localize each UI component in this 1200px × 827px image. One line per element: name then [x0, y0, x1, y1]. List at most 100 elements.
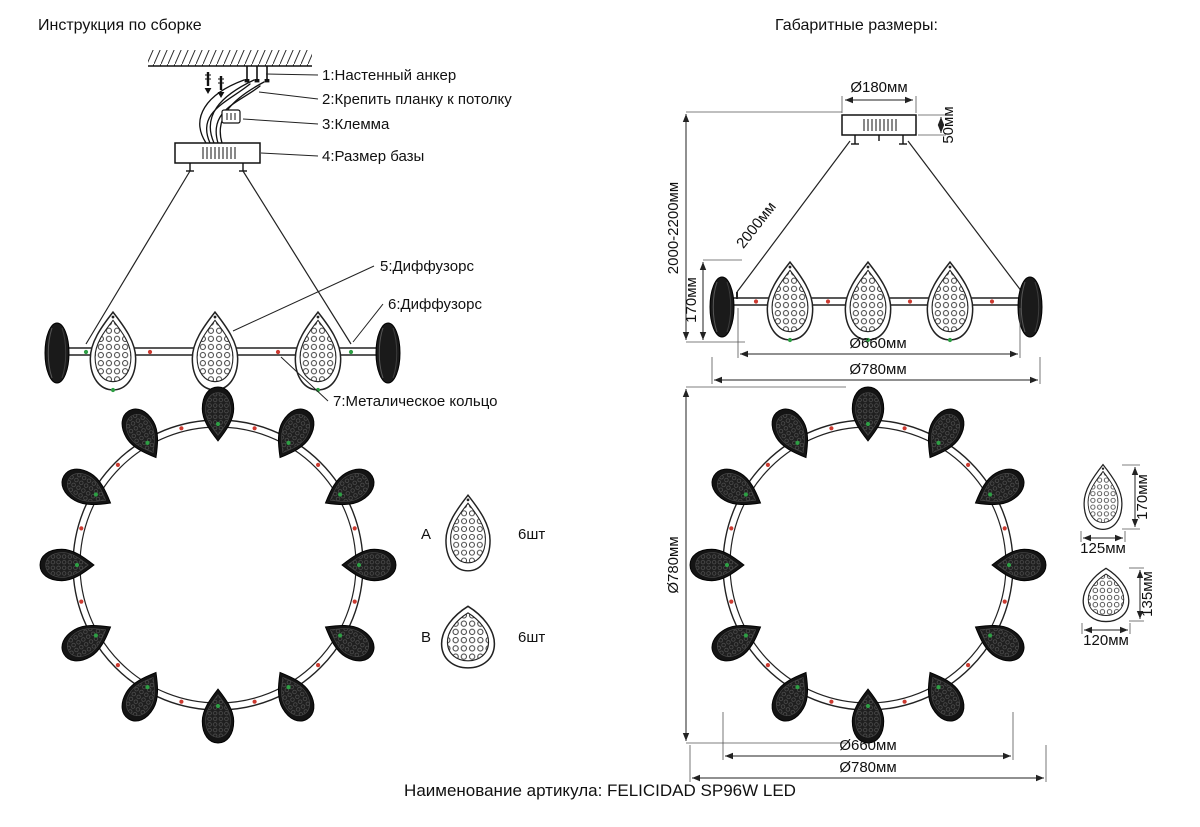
leader-line: [260, 152, 319, 157]
dim-top-inner-label: Ø660мм: [839, 737, 896, 754]
indicator-dot: [286, 685, 291, 690]
wall-anchor-icon: [216, 74, 226, 100]
top-view-diffuser: [764, 402, 821, 466]
wire: [199, 79, 245, 144]
top-view-diffuser: [317, 461, 381, 518]
indicator-dot: [795, 440, 800, 445]
indicator-dot: [348, 349, 354, 355]
wire: [219, 81, 265, 144]
dim-diffuser-b-height: 135мм: [1139, 571, 1156, 617]
indicator-dot: [215, 421, 221, 427]
indicator-dot: [93, 633, 98, 638]
indicator-dot: [829, 426, 834, 431]
indicator-dot: [743, 492, 749, 497]
top-view-diffuser: [851, 386, 885, 442]
callout-diffuser-5: 5:Диффузорс: [380, 258, 474, 275]
indicator-dot: [179, 699, 184, 704]
wire: [206, 83, 251, 144]
top-view-diffuser: [341, 548, 397, 582]
dim-hang-height-label: 2000-2200мм: [665, 182, 682, 274]
dim-side-660: Ø660мм: [737, 308, 1021, 358]
indicator-dot: [947, 337, 953, 343]
indicator-dot: [729, 526, 734, 531]
indicator-dot: [79, 526, 84, 531]
indicator-dot: [115, 462, 120, 467]
part-b-letter: B: [421, 629, 431, 646]
dim-base-diameter-label: Ø180мм: [850, 79, 907, 96]
top-view-diffuser: [991, 548, 1047, 582]
diffuser-b-sample: [1082, 567, 1130, 623]
indicator-dot: [865, 703, 871, 709]
side-diffuser-end: [375, 322, 401, 384]
side-diffuser-end: [1017, 276, 1043, 338]
top-view-diffuser: [265, 402, 322, 466]
plate-screws: [186, 163, 247, 172]
part-b-qty: 6шт: [518, 629, 545, 646]
callout-metal-ring: 7:Металическое кольцо: [333, 393, 498, 410]
dim-side-outer-label: Ø780мм: [849, 361, 906, 378]
callout-diffuser-6: 6:Диффузорс: [388, 296, 482, 313]
suspension-wire: [85, 170, 191, 345]
ceiling: [148, 50, 312, 67]
indicator-dot: [115, 663, 120, 668]
side-diffuser: [844, 261, 892, 341]
dim-top-780: Ø780мм: [689, 745, 1047, 782]
indicator-dot: [145, 440, 150, 445]
indicator-dot: [753, 299, 759, 304]
indicator-dot: [902, 426, 907, 431]
part-b-diffuser: [440, 605, 496, 669]
dim-top-outer-label: Ø780мм: [839, 759, 896, 776]
part-b: B 6шт: [421, 605, 545, 669]
indicator-dot: [936, 685, 941, 690]
indicator-dot: [729, 599, 734, 604]
dim-base-height: 50мм: [918, 106, 957, 144]
suspension-wires-left: [85, 170, 352, 345]
ring-side-view-right: [709, 261, 1043, 343]
indicator-dot: [110, 387, 116, 393]
callout-anchor: 1:Настенный анкер: [322, 67, 456, 84]
indicator-dot: [352, 526, 357, 531]
dim-top-780-vertical: Ø780мм: [665, 386, 846, 744]
top-view-diffuser: [705, 612, 769, 669]
callout-plate-to-ceiling: 2:Крепить планку к потолку: [322, 91, 512, 108]
indicator-dot: [865, 421, 871, 427]
top-view-diffuser: [967, 612, 1031, 669]
suspension-wire: [907, 140, 1023, 293]
top-view-left-diffusers: [39, 386, 397, 744]
indicator-dot: [966, 462, 971, 467]
dim-top-vertical-label: Ø780мм: [665, 536, 682, 593]
indicator-dot: [316, 462, 321, 467]
top-view-diffuser: [114, 664, 171, 728]
top-view-diffuser: [265, 664, 322, 728]
ceiling-screw-icon: [243, 65, 251, 84]
dim-diffuser-b-width: 120мм: [1083, 632, 1129, 649]
top-view-diffuser: [55, 461, 119, 518]
top-view-diffuser: [201, 688, 235, 744]
indicator-dot: [765, 663, 771, 668]
dim-diffuser-a-height: 170мм: [1134, 474, 1151, 520]
top-view-left: [39, 386, 397, 744]
leader-line: [242, 118, 319, 125]
indicator-dot: [1006, 562, 1012, 568]
plate-screws: [851, 135, 907, 145]
top-view-diffuser: [201, 386, 235, 442]
base-plate-left: [174, 142, 261, 172]
top-view-diffuser: [317, 612, 381, 669]
part-a-diffuser: [445, 494, 491, 572]
wires: [199, 79, 265, 144]
side-diffuser: [89, 311, 137, 391]
suspension-wire: [736, 140, 851, 293]
assembly-diagram: 1:Настенный анкер 2:Крепить планку к пот…: [39, 50, 545, 744]
title-dimensions: Габаритные размеры:: [775, 17, 938, 34]
indicator-dot: [79, 599, 84, 604]
indicator-dot: [275, 349, 281, 355]
side-diffuser: [294, 311, 342, 391]
wire: [209, 79, 255, 144]
indicator-dot: [83, 349, 89, 355]
indicator-dot: [825, 299, 831, 304]
part-a-letter: A: [421, 526, 431, 543]
leader-line: [265, 73, 319, 76]
part-a: A 6шт: [421, 494, 545, 572]
